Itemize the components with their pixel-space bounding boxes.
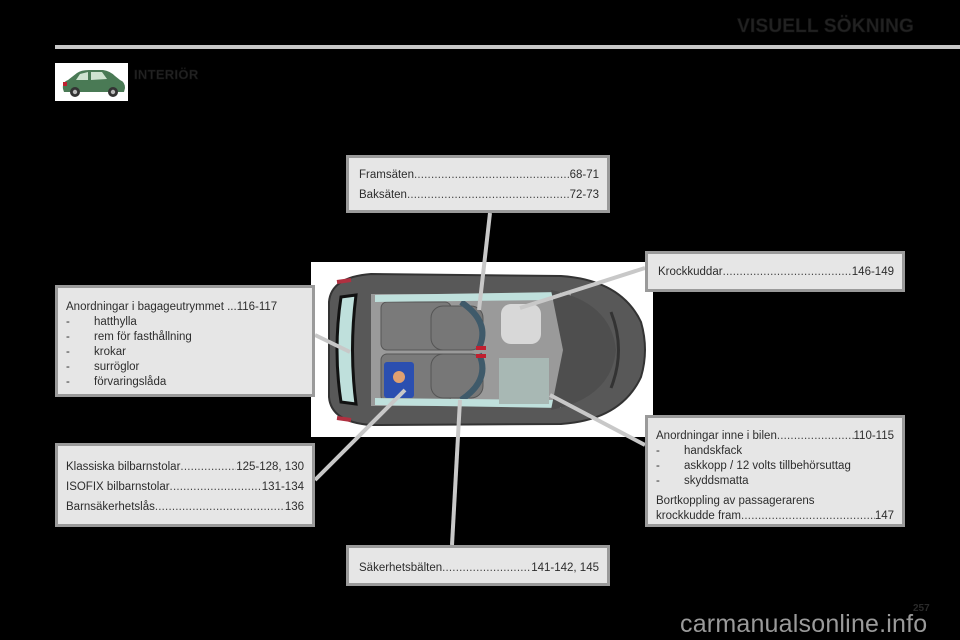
link-isofix-child-seats[interactable]: ISOFIX bilbarnstolar 131-134 [66,480,304,495]
link-child-lock[interactable]: Barnsäkerhetslås 136 [66,500,304,515]
section-title: INTERIÖR [134,67,199,83]
watermark: carmanualsonline.info [680,610,928,638]
list-item: -hatthylla [66,316,137,328]
callout-seat-belts: Säkerhetsbälten 141-142, 145 [346,545,610,586]
green-hatchback-car-icon [55,63,128,101]
link-rear-seats[interactable]: Baksäten 72-73 [359,188,599,203]
list-item: -rem för fasthållning [66,331,192,343]
link-interior-fittings[interactable]: Anordningar inne i bilen 110-115 [656,429,894,444]
callout-interior-fittings: Anordningar inne i bilen 110-115 -handsk… [645,415,905,527]
list-item: -askkopp / 12 volts tillbehörsuttag [656,460,851,472]
link-front-seats[interactable]: Framsäten 68-71 [359,168,599,183]
page-header-title: VISUELL SÖKNING [737,16,914,38]
callout-child-seats: Klassiska bilbarnstolar 125-128, 130 ISO… [55,443,315,527]
callout-airbags: Krockkuddar 146-149 [645,251,905,292]
airbag-deactivation-label: Bortkoppling av passagerarens [656,495,815,507]
list-item: -handskfack [656,445,743,457]
link-boot-fittings[interactable]: Anordningar i bagageutrymmet ... 116-117 [66,301,278,313]
list-item: -krokar [66,346,126,358]
link-airbag-deactivation[interactable]: krockkudde fram 147 [656,509,894,524]
page-number: 257 [913,603,930,614]
list-item: -skyddsmatta [656,475,749,487]
callout-seats: Framsäten 68-71 Baksäten 72-73 [346,155,610,213]
car-interior-top-view-icon [311,262,653,437]
link-classic-child-seats[interactable]: Klassiska bilbarnstolar 125-128, 130 [66,460,304,475]
link-airbags[interactable]: Krockkuddar 146-149 [658,265,894,280]
link-seat-belts[interactable]: Säkerhetsbälten 141-142, 145 [359,561,599,576]
header-divider [55,45,960,49]
callout-boot-fittings: Anordningar i bagageutrymmet ... 116-117… [55,285,315,397]
list-item: -förvaringslåda [66,376,167,388]
list-item: -surröglor [66,361,140,373]
